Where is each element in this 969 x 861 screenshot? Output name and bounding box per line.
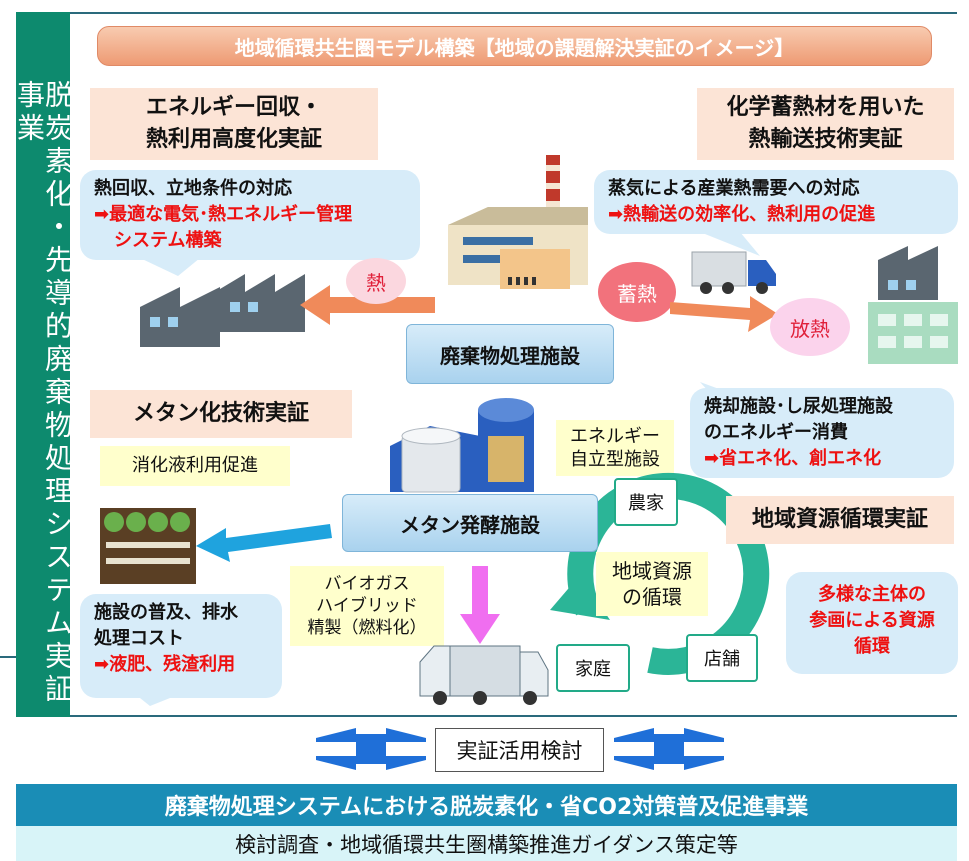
chemical-heat-heading: 化学蓄熱材を用いた 熱輸送技術実証 [697, 88, 954, 160]
factory-left-icon [140, 274, 305, 347]
bottom-sub-banner: 検討調査・地域循環共生圏構築推進ガイダンス策定等 [16, 826, 957, 861]
biogas-line2: ハイブリッド [316, 595, 418, 616]
chemical-heat-bubble: 蒸気による産業熱需要への対応 ➡熱輸送の効率化、熱利用の促進 [594, 170, 958, 234]
factory-right-icon [868, 246, 958, 364]
bottom-main-banner: 廃棄物処理システムにおける脱炭素化・省CO2対策普及促進事業 [16, 784, 957, 826]
methane-bubble: 施設の普及、排水 処理コスト ➡液肥、残渣利用 [80, 594, 282, 698]
vertical-title: 脱炭素化・先導的廃棄物処理システム実証事業 [13, 80, 74, 707]
regional-cycle-line1: 地域資源 [612, 559, 692, 583]
biogas-arrow [460, 566, 500, 644]
waste-plant-icon [448, 155, 588, 289]
waste-facility-box: 廃棄物処理施設 [406, 324, 614, 384]
shop-box: 店舗 [686, 634, 758, 682]
heat-label: 熱 [346, 258, 406, 304]
incineration-red-line: ➡省エネ化、創エネ化 [704, 448, 882, 470]
energy-recovery-heading-line2: 熱利用高度化実証 [145, 127, 322, 152]
diagram-title: 地域循環共生圏モデル構築【地域の課題解決実証のイメージ】 [97, 26, 932, 66]
chemical-heat-red-line: ➡熱輸送の効率化、熱利用の促進 [608, 204, 876, 226]
truck-icon [691, 251, 776, 294]
regional-cycle-line2: の循環 [622, 585, 682, 609]
energy-recovery-bubble: 熱回収、立地条件の対応 ➡最適な電気･熱エネルギー管理 システム構築 [80, 170, 420, 260]
energy-label-line1: エネルギー [570, 425, 660, 447]
biogas-line1: バイオガス [324, 573, 410, 594]
incineration-text-line2: のエネルギー消費 [704, 422, 848, 444]
speech-tails [130, 232, 850, 706]
vertical-title-bar: 脱炭素化・先導的廃棄物処理システム実証事業 [13, 12, 74, 717]
energy-recovery-red-line2: システム構築 [114, 230, 222, 252]
energy-recovery-heading-line1: エネルギー回収・ [145, 95, 322, 121]
biogas-line3: 精製（燃料化） [307, 618, 427, 639]
farm-box: 農家 [614, 478, 678, 526]
verification-arrow-left [316, 728, 426, 770]
digestate-arrow [196, 524, 332, 562]
diverse-line1: 多様な主体の [818, 584, 926, 605]
methane-red-line: ➡液肥、残渣利用 [94, 654, 236, 676]
diagram-frame [16, 12, 957, 717]
chemical-heat-heading-line2: 熱輸送技術実証 [748, 127, 903, 152]
diverse-line3: 循環 [854, 636, 890, 658]
energy-self-sufficient-label: エネルギー 自立型施設 [556, 420, 674, 476]
energy-recovery-text: 熱回収、立地条件の対応 [94, 178, 292, 199]
energy-label-line2: 自立型施設 [570, 449, 660, 470]
chemical-heat-text: 蒸気による産業熱需要への対応 [608, 178, 860, 199]
diverse-line2: 参画による資源 [809, 610, 935, 632]
home-box: 家庭 [556, 644, 630, 692]
incineration-text-line1: 焼却施設･し尿処理施設 [704, 396, 893, 417]
crop-field-icon [100, 508, 196, 584]
energy-recovery-red-line1: ➡最適な電気･熱エネルギー管理 [94, 204, 353, 226]
chemical-heat-heading-line1: 化学蓄熱材を用いた [726, 95, 925, 121]
verification-arrow-right [614, 728, 724, 770]
methane-facility-box: メタン発酵施設 [342, 494, 598, 552]
methane-tanks-icon [390, 398, 534, 493]
methane-heading: メタン化技術実証 [90, 390, 352, 438]
digestate-label: 消化液利用促進 [100, 446, 290, 486]
methane-text-line1: 施設の普及、排水 [94, 602, 238, 623]
energy-recovery-heading: エネルギー回収・ 熱利用高度化実証 [90, 88, 378, 160]
storage-label: 蓄熱 [598, 262, 676, 322]
release-label: 放熱 [770, 298, 850, 356]
garbage-truck-icon [419, 645, 549, 705]
diverse-bubble: 多様な主体の 参画による資源 循環 [786, 572, 958, 674]
regional-heading: 地域資源循環実証 [726, 496, 954, 544]
heat-arrow-left [300, 285, 435, 325]
biogas-label: バイオガス ハイブリッド 精製（燃料化） [290, 566, 444, 646]
heat-arrow-right [670, 296, 778, 332]
frame-left-line [0, 656, 18, 658]
incineration-bubble: 焼却施設･し尿処理施設 のエネルギー消費 ➡省エネ化、創エネ化 [690, 388, 954, 478]
methane-text-line2: 処理コスト [94, 628, 184, 650]
verification-label: 実証活用検討 [435, 728, 604, 772]
regional-cycle-label: 地域資源 の循環 [596, 552, 708, 616]
